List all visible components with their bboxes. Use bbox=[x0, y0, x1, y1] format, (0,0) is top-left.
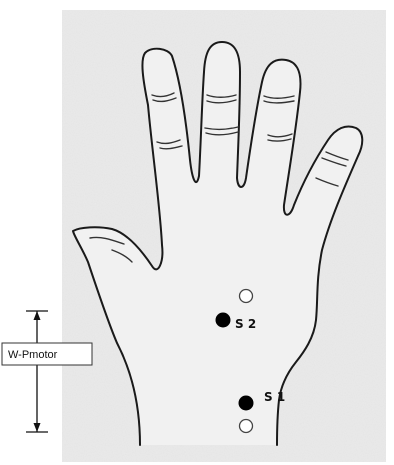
electrode-s1-label: S 1 bbox=[264, 390, 285, 404]
reference-point-lower bbox=[240, 420, 253, 433]
arrow-up-icon bbox=[34, 311, 41, 320]
measure-label: W-Pmotor bbox=[8, 349, 58, 361]
electrode-s2 bbox=[216, 313, 231, 328]
electrode-s1 bbox=[239, 396, 254, 411]
electrode-s2-label: S 2 bbox=[235, 317, 256, 331]
arrow-down-icon bbox=[34, 423, 41, 432]
reference-point-upper bbox=[240, 290, 253, 303]
measurement-bracket bbox=[26, 311, 48, 432]
